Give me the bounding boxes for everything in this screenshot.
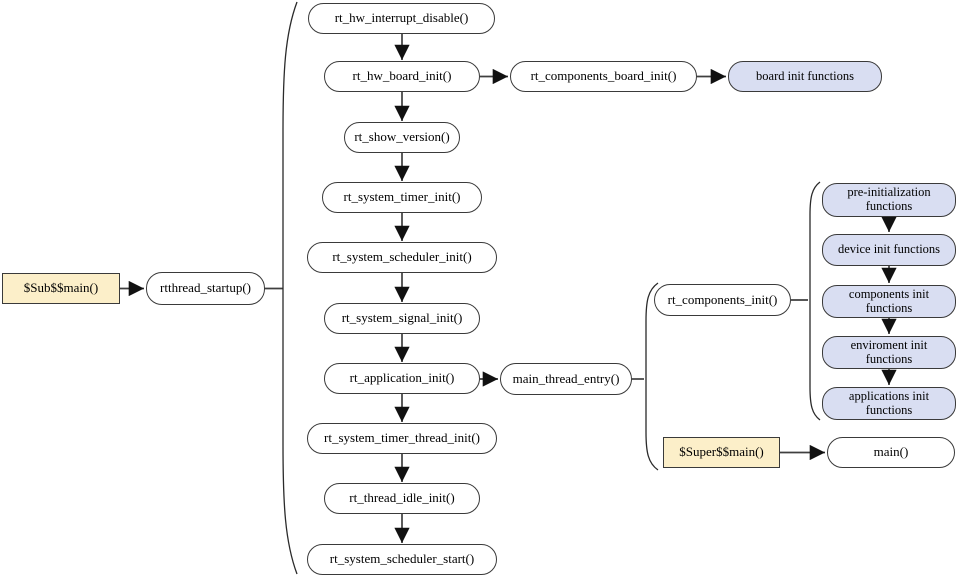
node-rt-system-scheduler-init: rt_system_scheduler_init()	[307, 242, 497, 273]
node-board-init-functions: board init functions	[728, 61, 882, 92]
node-rt-hw-interrupt-disable: rt_hw_interrupt_disable()	[308, 3, 495, 34]
brace-startup	[282, 1, 298, 575]
node-rt-application-init: rt_application_init()	[324, 363, 480, 394]
node-rt-system-scheduler-start: rt_system_scheduler_start()	[307, 544, 497, 575]
node-components-init-functions: components init functions	[822, 285, 956, 318]
node-pre-initialization-functions: pre-initialization functions	[822, 183, 956, 217]
node-super-main: $Super$$main()	[663, 437, 780, 468]
brace-group	[282, 1, 821, 575]
node-rt-components-board-init: rt_components_board_init()	[510, 61, 697, 92]
node-applications-init-functions: applications init functions	[822, 387, 956, 420]
node-rt-system-signal-init: rt_system_signal_init()	[324, 303, 480, 334]
node-rt-show-version: rt_show_version()	[344, 122, 460, 153]
node-rt-system-timer-init: rt_system_timer_init()	[322, 182, 482, 213]
node-rt-system-timer-thread-init: rt_system_timer_thread_init()	[307, 423, 497, 454]
brace-components	[809, 181, 821, 421]
node-main-thread-entry: main_thread_entry()	[500, 363, 632, 395]
arrow-group	[120, 34, 897, 543]
node-sub-main: $Sub$$main()	[2, 273, 120, 304]
node-rt-thread-idle-init: rt_thread_idle_init()	[324, 483, 480, 514]
node-main: main()	[827, 437, 955, 468]
node-device-init-functions: device init functions	[822, 234, 956, 266]
node-rt-components-init: rt_components_init()	[654, 284, 791, 316]
brace-main-thread	[645, 282, 659, 471]
node-rt-hw-board-init: rt_hw_board_init()	[324, 61, 480, 92]
node-rtthread-startup: rtthread_startup()	[146, 272, 265, 305]
node-environment-init-functions: enviroment init functions	[822, 336, 956, 369]
